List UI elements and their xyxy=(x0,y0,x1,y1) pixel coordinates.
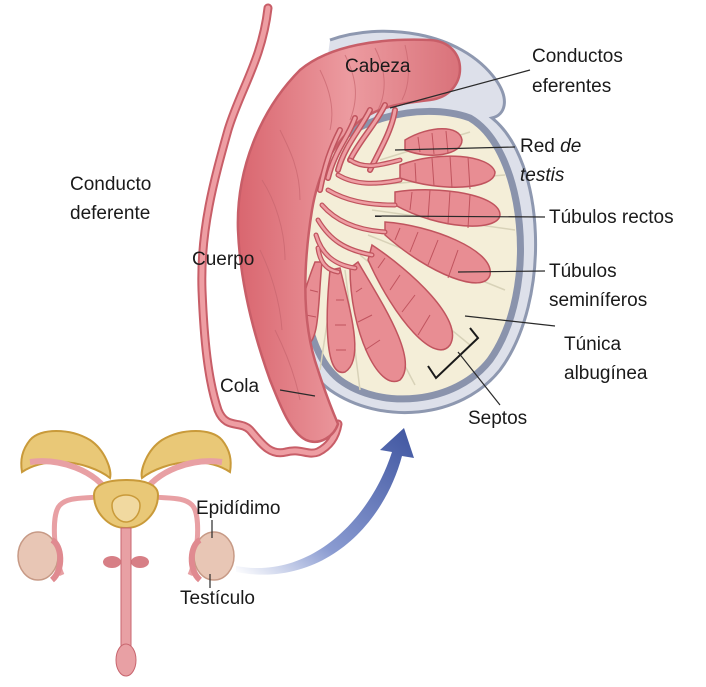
label-testiculo: Testículo xyxy=(180,588,255,609)
label-cola: Cola xyxy=(220,376,260,397)
label-tubulos-seminiferos-line2: seminíferos xyxy=(549,290,647,311)
overview-illustration xyxy=(18,431,234,676)
label-red-de-testis-line2: testis xyxy=(520,165,565,186)
label-conductos-eferentes-line1: Conductos xyxy=(532,46,623,67)
label-conducto-deferente-line2: deferente xyxy=(70,203,150,224)
label-red: Red xyxy=(520,136,560,157)
label-tunica-albuginea-line2: albugínea xyxy=(564,363,648,384)
label-epididimo: Epidídimo xyxy=(196,498,281,519)
label-cabeza: Cabeza xyxy=(345,56,411,77)
label-cuerpo: Cuerpo xyxy=(192,249,254,270)
label-septos: Septos xyxy=(468,408,527,429)
label-conducto-deferente-line1: Conducto xyxy=(70,174,151,195)
label-red-de-testis-line1: Red de xyxy=(520,136,581,157)
label-tubulos-rectos: Túbulos rectos xyxy=(549,207,674,228)
label-de: de xyxy=(560,136,581,157)
label-conductos-eferentes-line2: eferentes xyxy=(532,76,611,97)
label-tubulos-seminiferos-line1: Túbulos xyxy=(549,261,617,282)
label-tunica-albuginea-line1: Túnica xyxy=(564,334,621,355)
